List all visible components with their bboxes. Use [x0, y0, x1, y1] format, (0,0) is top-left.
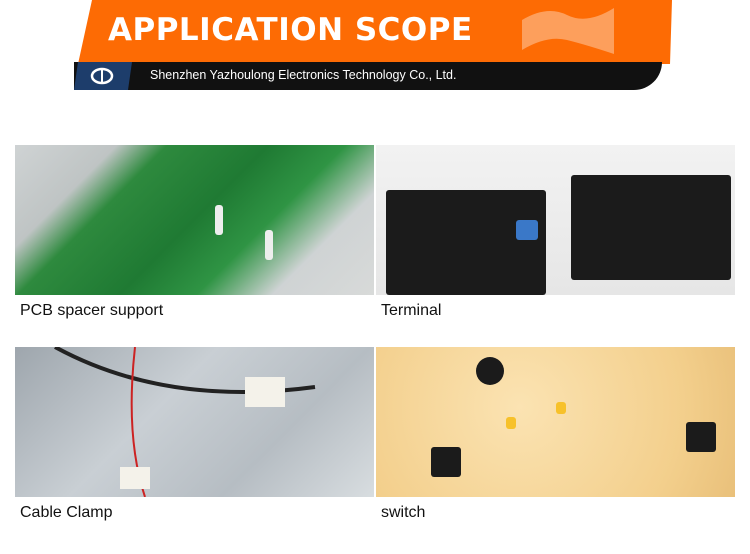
pcb-spacer-photo: [15, 145, 374, 295]
caption-pcb-spacer: PCB spacer support: [20, 302, 164, 319]
company-bar: [74, 62, 662, 90]
switch-photo: [376, 347, 735, 497]
cable-illustration: [54, 347, 316, 497]
cable-clamp-photo: [15, 347, 374, 497]
caption-cable-clamp: Cable Clamp: [20, 504, 113, 521]
flag-icon: [522, 8, 614, 54]
company-logo-icon: [90, 67, 114, 85]
header-banner: [78, 0, 672, 64]
page-title: APPLICATION SCOPE: [108, 12, 473, 48]
terminal-photo: [376, 145, 735, 295]
caption-terminal: Terminal: [381, 302, 442, 319]
company-name: Shenzhen Yazhoulong Electronics Technolo…: [150, 68, 457, 82]
caption-switch: switch: [381, 504, 426, 521]
